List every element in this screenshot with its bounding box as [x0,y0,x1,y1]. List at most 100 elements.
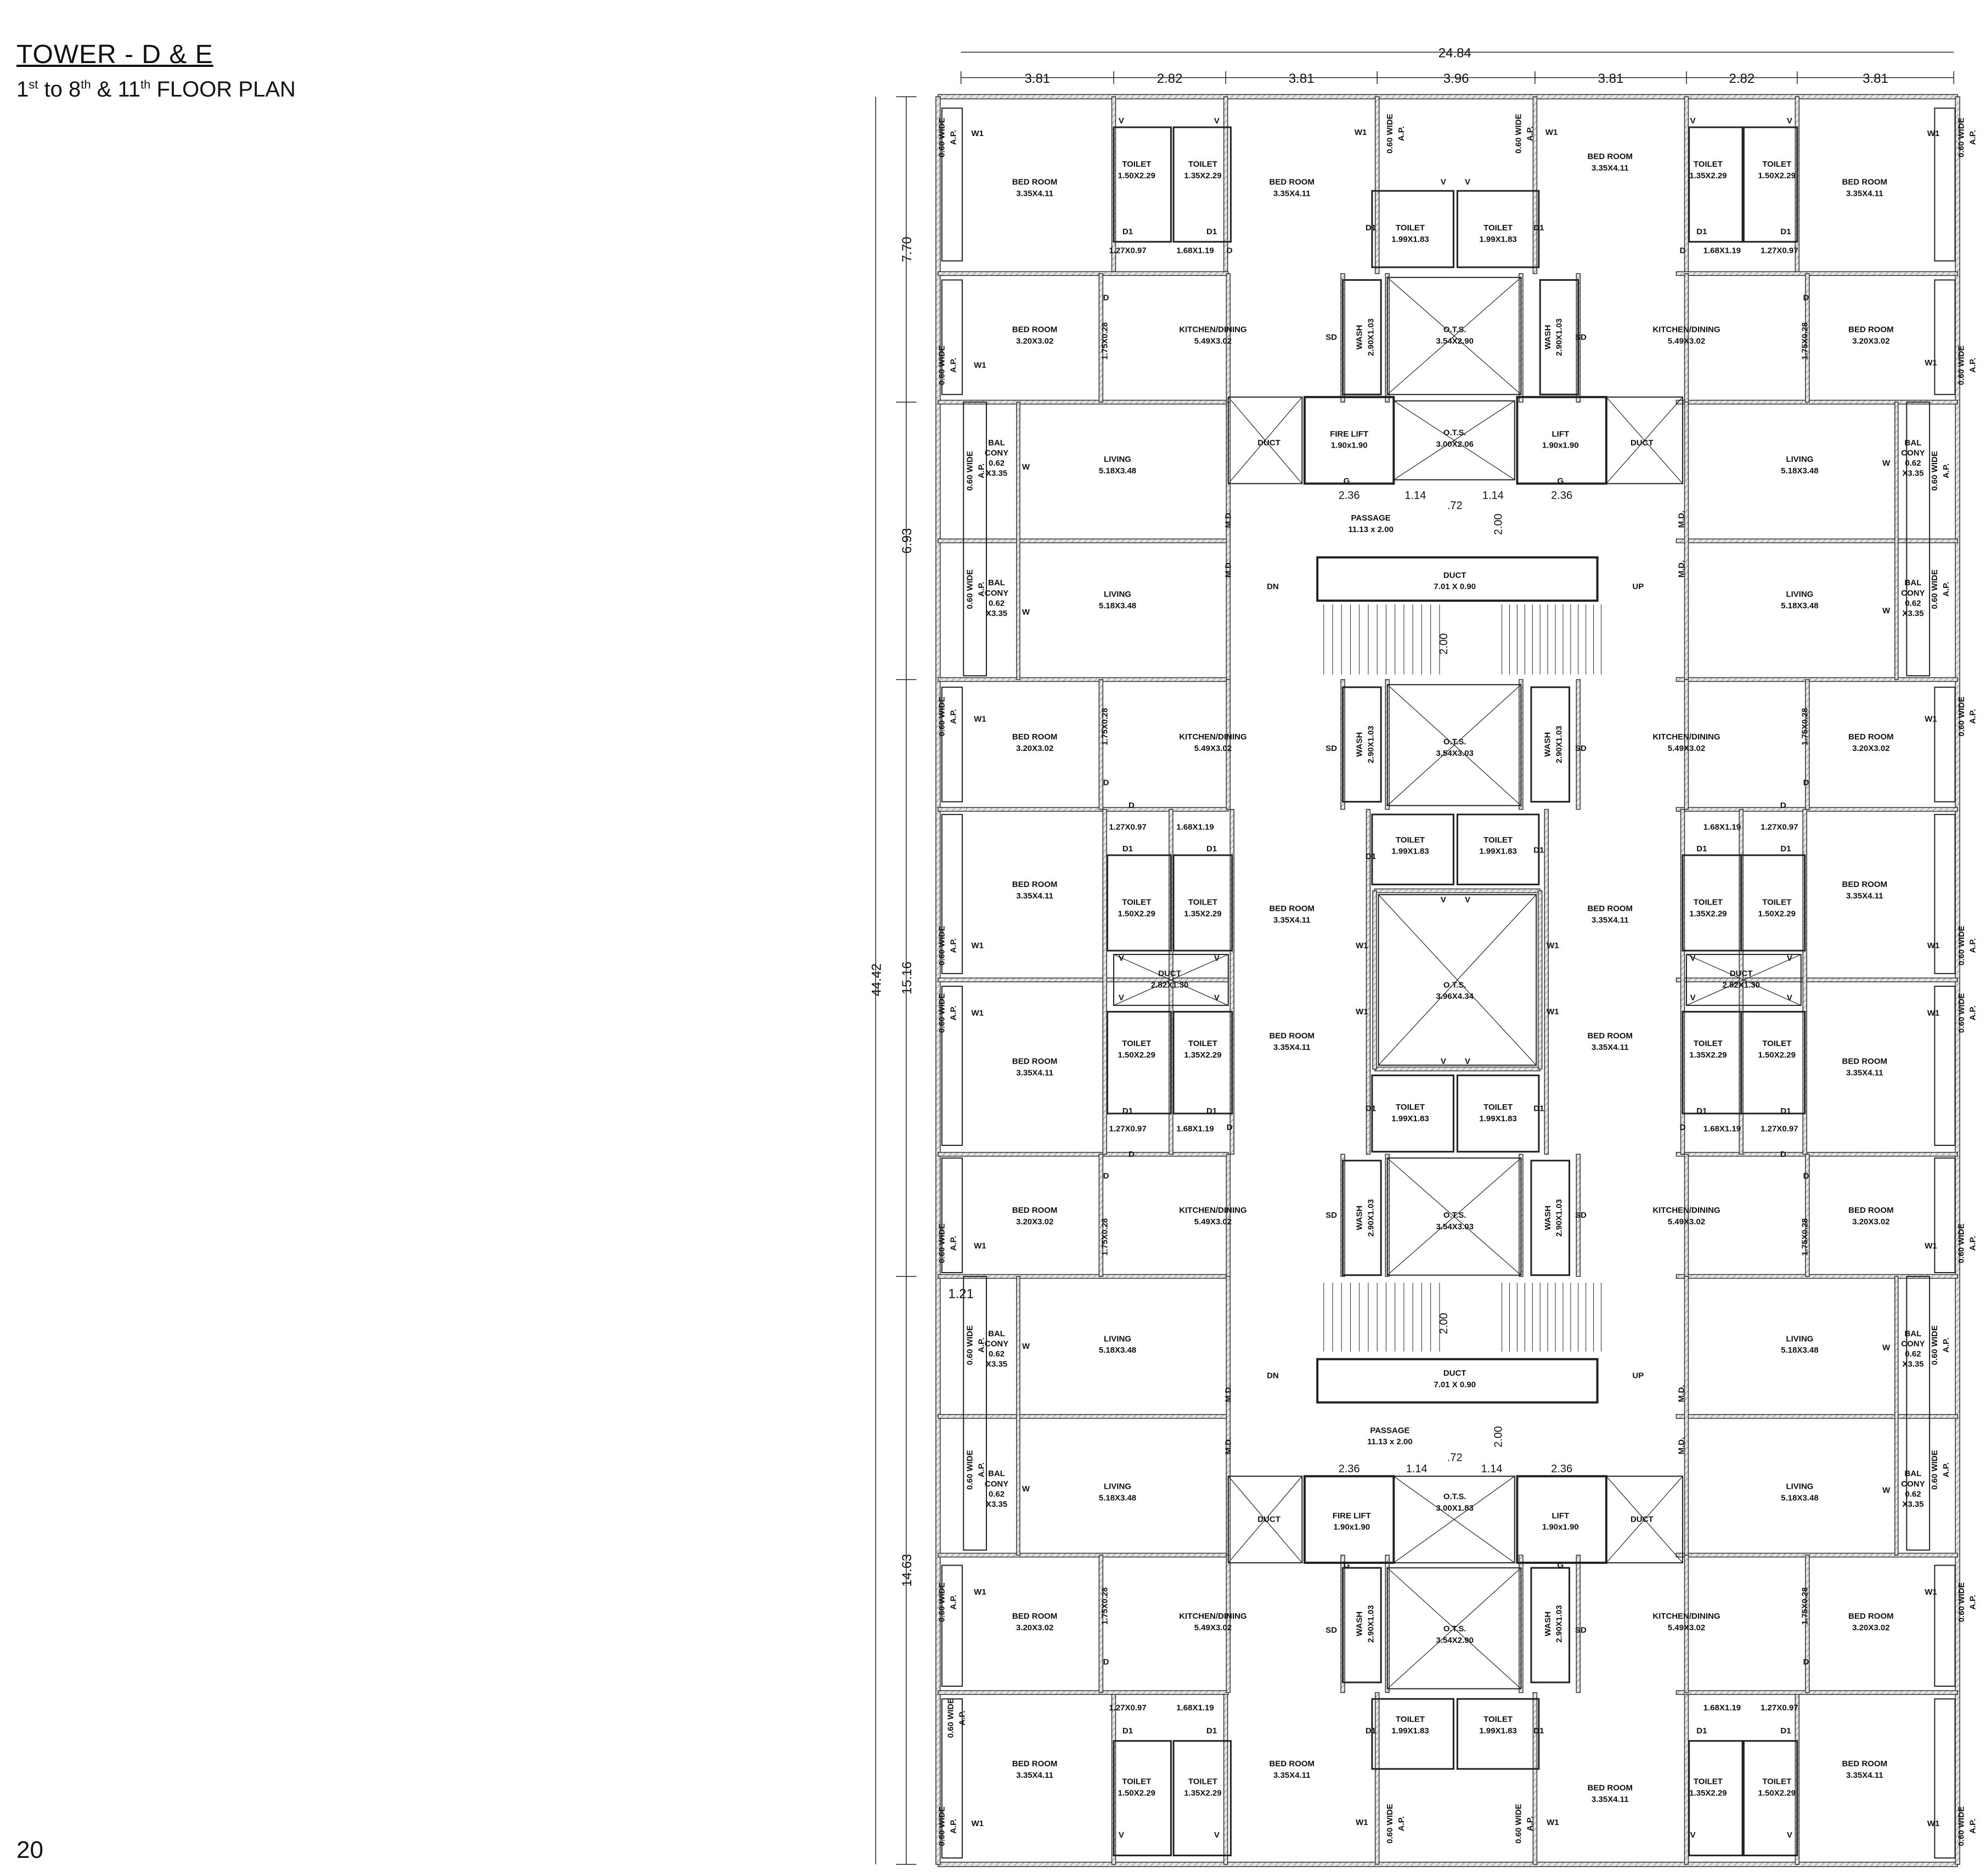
ots-shaft-b1 [1386,684,1522,806]
shaft-cross [1387,277,1521,395]
toilet-outline [1172,1010,1233,1115]
bedroom-small-label-size: 3.20X3.02 [1016,1623,1053,1632]
bedroom-small-label: BED ROOM [1012,325,1058,335]
window-mark: W1 [974,360,986,370]
bedroom-label-size: 3.35X4.11 [1846,1771,1883,1780]
wall-segment [1675,677,1958,682]
fire-lift-label-size: 1.90x1.90 [1331,441,1368,450]
kitchen-label-size: 5.49X3.02 [1194,336,1232,346]
living-label-size: 5.18X3.48 [1781,1346,1818,1355]
toilet-outline [1113,126,1172,243]
living-label-size: 5.18X3.48 [1099,601,1136,611]
window-mark: W1 [1547,941,1559,950]
projection-outline [1934,1698,1956,1859]
kitchen-label-size: 5.49X3.02 [1668,1217,1705,1227]
kitchen-label-size: 5.49X3.02 [1668,1623,1705,1632]
toilet-outline [1371,1074,1454,1153]
overall-width-value: 24.84 [1438,46,1471,60]
access-projection-label: 0.60 WIDE [965,569,974,609]
access-projection-label: 0.60 WIDE [1930,1325,1939,1365]
bedroom-small-label-size: 3.20X3.02 [1016,336,1053,346]
balcony-label: 0.62 [989,1349,1005,1359]
top-segment-dim: 3.81 [1863,71,1888,86]
core-dim: 2.36 [1551,489,1572,501]
bedroom-small-label: BED ROOM [1848,325,1894,335]
balcony-label: BAL [988,1469,1005,1478]
wall-segment [938,538,1229,544]
toilet-label: TOILET [1122,898,1151,907]
sill-label: 1.75X0.28 [1100,1218,1109,1256]
fire-lift-car-top [1304,395,1395,485]
ots-label-size: 3.54X3.03 [1436,749,1474,758]
shaft-cross [1393,1476,1515,1563]
bedroom-label-size: 3.35X4.11 [1273,1043,1311,1052]
wash-outline [1342,686,1382,803]
top-segment-dim: 2.82 [1157,71,1183,86]
sliding-door-mark: SD [1325,1211,1337,1220]
kitchen-label-size: 5.49X3.02 [1194,1623,1232,1632]
main-door-label: M.D. [1223,1385,1233,1403]
top-segment-dim: 3.96 [1443,71,1469,86]
ots-middle-label: O.T.S. [1443,980,1466,990]
access-projection-label: A.P. [1968,1236,1978,1251]
bedroom-label-size: 3.35X4.11 [1016,891,1053,901]
access-projection-label: A.P. [949,1595,958,1609]
top-segment-dim: 2.82 [1729,71,1755,86]
access-projection-label: 0.60 WIDE [965,1450,974,1490]
door-mark: D1 [1122,1726,1133,1736]
window-mark: W1 [974,714,986,724]
wall-segment [1229,809,1235,1155]
ventilator-mark: V [1787,993,1792,1003]
opening-size-label: 1.68X1.19 [1703,823,1741,832]
core-dim: 1.14 [1406,1463,1428,1475]
opening-size-label: 1.27X0.97 [1761,823,1798,832]
toilet-outline [1456,1074,1540,1153]
wall-segment [1374,1066,1541,1072]
ots-label: O.T.S. [1443,1211,1466,1220]
lift-gate-mark: G [1344,477,1350,486]
window-mark: W1 [974,1241,986,1251]
kitchen-label: KITCHEN/DINING [1652,325,1720,335]
duct-shaft-left-top [1227,396,1303,484]
plan-title-block: TOWER - D & E 1st to 8th & 11th FLOOR PL… [16,39,296,102]
bedroom-small-label-size: 3.20X3.02 [1016,744,1053,753]
projection-outline [941,686,963,803]
door-mark: D [1803,778,1809,787]
door-mark: D1 [1533,1726,1544,1736]
window-mark: W1 [972,1008,984,1018]
bedroom-small-label-size: 3.20X3.02 [1852,1623,1889,1632]
wash-outline [1530,1160,1571,1276]
access-projection-label: A.P. [949,1005,958,1020]
window-mark: W1 [1356,941,1368,950]
ventilator-mark: V [1119,1830,1124,1840]
bedroom-label: BED ROOM [1842,1759,1888,1768]
door-mark: D1 [1366,1726,1376,1736]
page-number: 20 [16,1837,43,1863]
toilet-outline [1742,126,1798,243]
stair-up-label: UP [1632,582,1644,591]
bedroom-label-size: 3.35X4.11 [1846,1068,1883,1077]
access-projection-label: A.P. [1968,358,1978,372]
kitchen-label-size: 5.49X3.02 [1194,1217,1232,1227]
opening-size-label: 1.27X0.97 [1109,1124,1146,1133]
balcony-label: 0.62 [989,1489,1005,1499]
ventilator-mark: V [1214,1830,1220,1840]
toilet-label-size: 1.35X2.29 [1184,1789,1221,1798]
top-segment-dim: 3.81 [1024,71,1050,86]
balcony-label: 0.62 [1905,1489,1921,1499]
toilet-label-size: 1.99X1.83 [1479,847,1516,856]
toilet-outline [1456,190,1540,268]
wash-size: 2.90X1.03 [1555,1199,1564,1236]
living-label: LIVING [1786,1334,1813,1343]
opening-size-label: 1.68X1.19 [1703,1124,1741,1133]
wall-segment [1805,273,1810,403]
main-door-label: M.D. [1223,511,1233,528]
bedroom-small-label: BED ROOM [1848,1206,1894,1215]
duct-label: DUCT [1630,1515,1654,1524]
wall-segment [1805,1154,1810,1277]
projection-outline [963,402,987,676]
bedroom-label-size: 3.35X4.11 [1273,189,1311,198]
wall-segment [1098,1555,1104,1693]
door-mark: D1 [1533,223,1544,233]
bedroom-label-size: 3.35X4.11 [1016,1771,1053,1780]
